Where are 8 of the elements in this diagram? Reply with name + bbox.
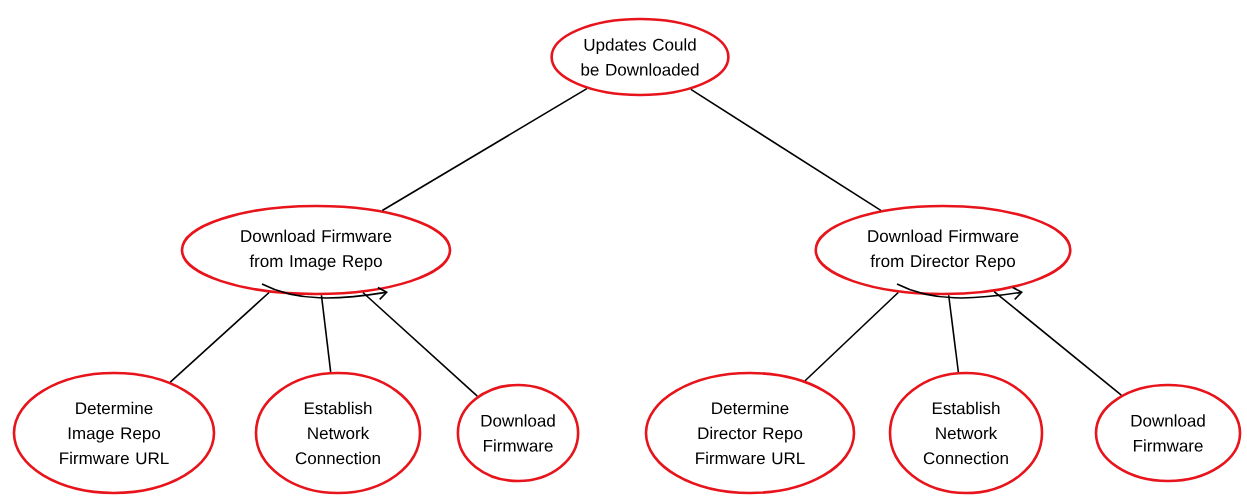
connector-line <box>947 294 960 373</box>
connector-line <box>362 291 479 397</box>
connector-line <box>320 294 332 373</box>
connector-line <box>690 88 882 212</box>
connector-line <box>993 290 1123 396</box>
connector-line <box>804 291 900 382</box>
connector-line <box>381 87 588 212</box>
connector-line <box>169 291 270 383</box>
